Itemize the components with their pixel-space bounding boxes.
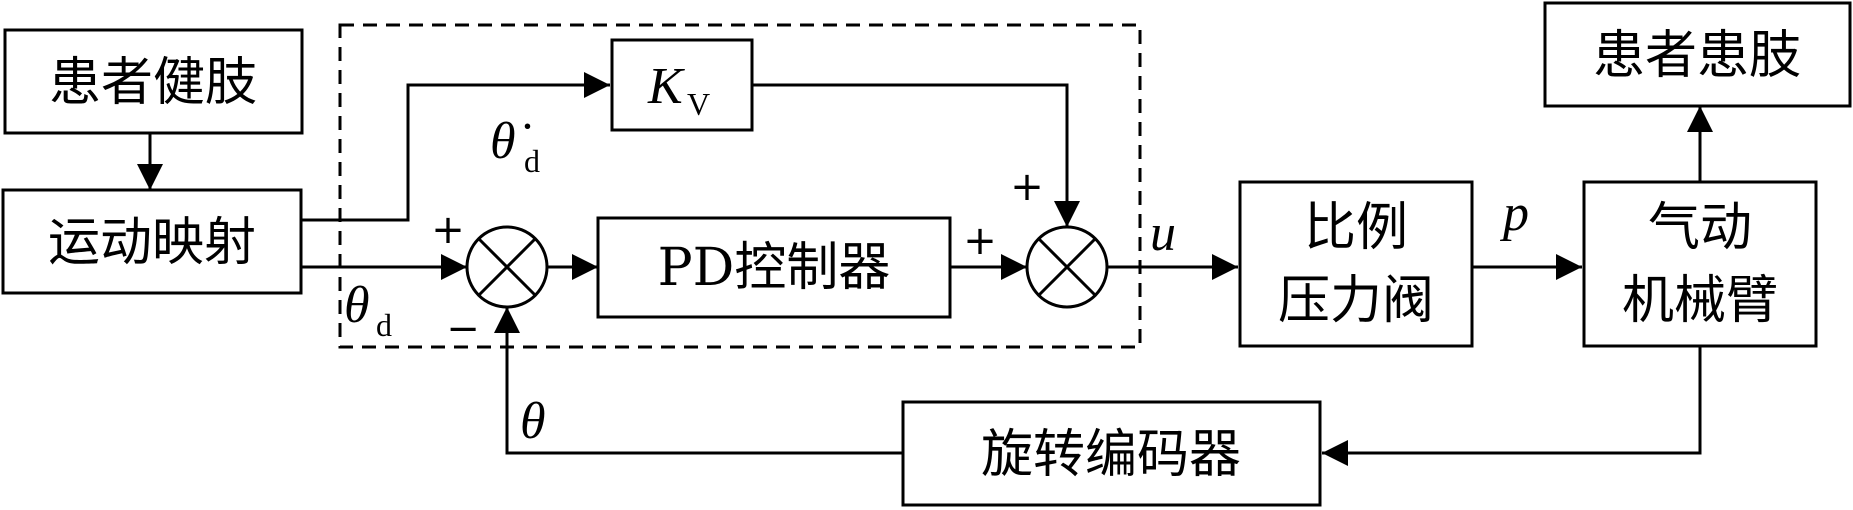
kv-gain-block: K V <box>610 38 754 132</box>
controller-boundary <box>338 23 1142 349</box>
summing-junction-1 <box>465 225 549 309</box>
sum2-plus-top-sign: + <box>1010 164 1044 210</box>
pneumatic-arm-label-line2: 机械臂 <box>1622 271 1778 331</box>
pd-controller-label: PD控制器 <box>658 238 891 298</box>
kv-symbol: K <box>647 58 685 115</box>
kv-subscript: V <box>687 86 710 122</box>
motion-mapping-block: 运动映射 <box>1 188 303 295</box>
summing-junction-2 <box>1025 225 1109 309</box>
motion-mapping-label: 运动映射 <box>48 213 256 273</box>
proportional-valve-block: 比例 压力阀 <box>1238 180 1474 348</box>
sum2-plus-left-sign: + <box>963 218 997 264</box>
healthy-limb-block: 患者健肢 <box>3 28 304 135</box>
proportional-valve-label-line1: 比例 <box>1304 198 1408 258</box>
u-label: u <box>1150 205 1176 262</box>
theta-d-dot-subscript: d <box>524 143 540 179</box>
pneumatic-arm-label-line1: 气动 <box>1648 198 1752 258</box>
rotary-encoder-label: 旋转编码器 <box>981 425 1241 485</box>
theta-d-label: θ <box>344 277 370 334</box>
theta-feedback-label: θ <box>520 393 546 450</box>
pd-controller-block: PD控制器 <box>596 216 952 319</box>
sum1-plus-sign: + <box>431 207 465 253</box>
theta-d-subscript: d <box>376 307 392 343</box>
rotary-encoder-block: 旋转编码器 <box>901 400 1322 507</box>
healthy-limb-label: 患者健肢 <box>49 53 257 113</box>
sum1-minus-sign: − <box>446 306 480 352</box>
signal-wires <box>137 72 1713 466</box>
affected-limb-block: 患者患肢 <box>1543 1 1852 108</box>
affected-limb-label: 患者患肢 <box>1593 26 1801 86</box>
proportional-valve-label-line2: 压力阀 <box>1278 271 1434 331</box>
p-label: p <box>1499 185 1529 242</box>
pneumatic-arm-block: 气动 机械臂 <box>1582 180 1818 348</box>
